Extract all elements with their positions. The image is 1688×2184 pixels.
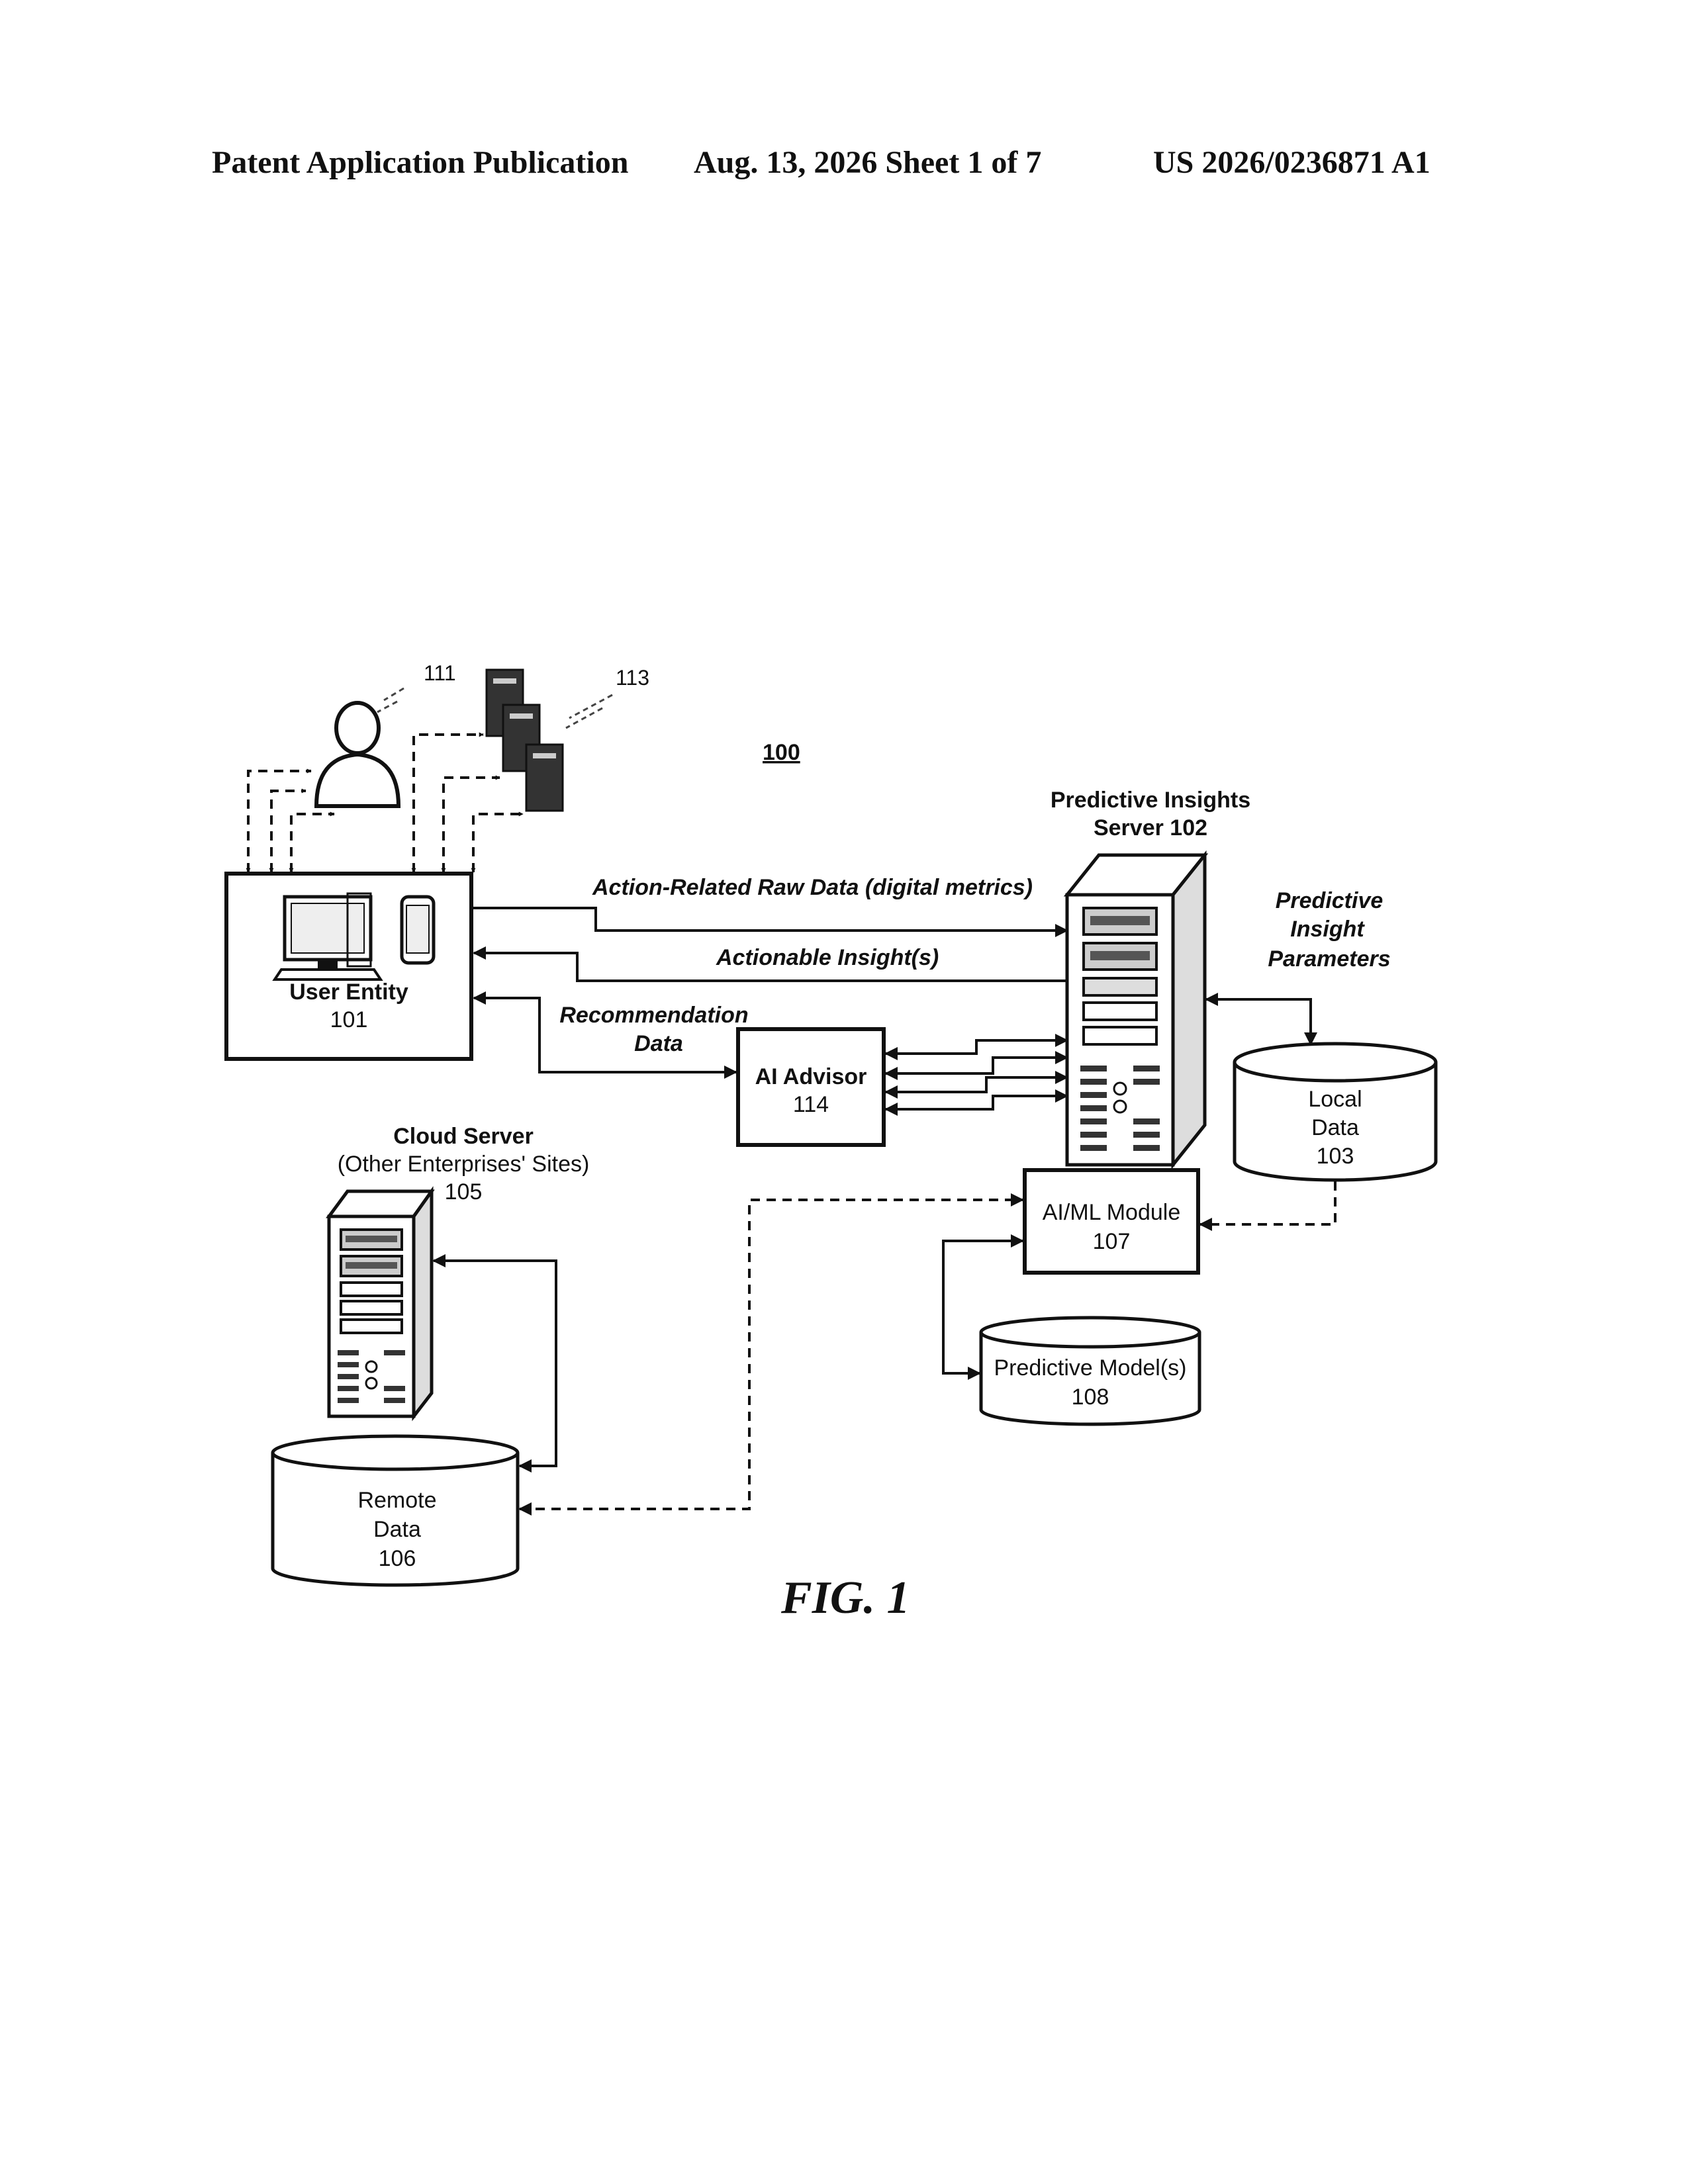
cloud-remote-arrow	[434, 1261, 556, 1466]
params-label-line2: Insight	[1290, 917, 1365, 942]
recommendation-label-line1: Recommendation	[559, 1003, 748, 1028]
server-label-line2: Server 102	[1094, 815, 1207, 841]
cloud-server-subtitle: (Other Enterprises' Sites)	[338, 1152, 590, 1177]
ai-advisor-ref: 114	[793, 1092, 829, 1117]
params-label-line3: Parameters	[1268, 946, 1390, 972]
aiml-module-label: AI/ML Module	[1043, 1200, 1181, 1225]
local-data-ref: 103	[1317, 1144, 1354, 1169]
predictive-models-cylinder: Predictive Model(s) 108	[981, 1318, 1199, 1424]
cloud-server-label: Cloud Server	[393, 1124, 534, 1149]
system-reference-numeral: 100	[763, 740, 800, 765]
params-arrow	[1206, 999, 1311, 1044]
remote-data-ref: 106	[379, 1546, 416, 1571]
server-stack-icon	[487, 670, 563, 811]
predictive-models-label: Predictive Model(s)	[994, 1355, 1187, 1381]
local-data-label-line2: Data	[1311, 1115, 1359, 1140]
local-data-label-line1: Local	[1308, 1087, 1362, 1112]
user-entity-ref: 101	[330, 1007, 368, 1032]
figure-caption: FIG. 1	[781, 1572, 910, 1625]
smartphone-icon	[402, 897, 434, 963]
user-leader-line	[377, 688, 404, 712]
aiml-module-box: AI/ML Module 107	[1025, 1170, 1198, 1273]
user-reference-numeral: 111	[424, 661, 456, 685]
local-to-aiml-dashed-arrow	[1200, 1181, 1335, 1224]
ai-advisor-box: AI Advisor 114	[738, 1029, 884, 1145]
user-entity-box: User Entity 101	[226, 874, 471, 1059]
user-entity-label: User Entity	[289, 979, 408, 1005]
servers-reference-numeral: 113	[616, 666, 649, 690]
raw-data-arrow	[473, 908, 1067, 931]
remote-data-cylinder: Remote Data 106	[273, 1436, 518, 1585]
remote-aiml-dashed-arrow	[520, 1200, 1023, 1509]
params-label-line1: Predictive	[1276, 888, 1383, 913]
insights-label: Actionable Insight(s)	[716, 945, 939, 970]
ai-advisor-label: AI Advisor	[755, 1064, 867, 1089]
predictive-models-ref: 108	[1072, 1385, 1109, 1410]
user-person-icon	[316, 703, 399, 806]
aiml-module-ref: 107	[1093, 1229, 1131, 1254]
cloud-server-ref: 105	[445, 1179, 483, 1205]
local-data-cylinder: Local Data 103	[1235, 1044, 1436, 1180]
remote-data-label-line1: Remote	[357, 1488, 436, 1513]
servers-leader-line	[566, 695, 612, 728]
server-label-line1: Predictive Insights	[1051, 788, 1250, 813]
cloud-server-icon	[329, 1191, 432, 1416]
advisor-server-links	[886, 1040, 1067, 1109]
recommendation-label-line2: Data	[634, 1031, 683, 1056]
remote-data-label-line2: Data	[373, 1517, 421, 1542]
predictive-insights-server-icon	[1067, 855, 1205, 1165]
raw-data-label: Action-Related Raw Data (digital metrics…	[592, 875, 1033, 900]
